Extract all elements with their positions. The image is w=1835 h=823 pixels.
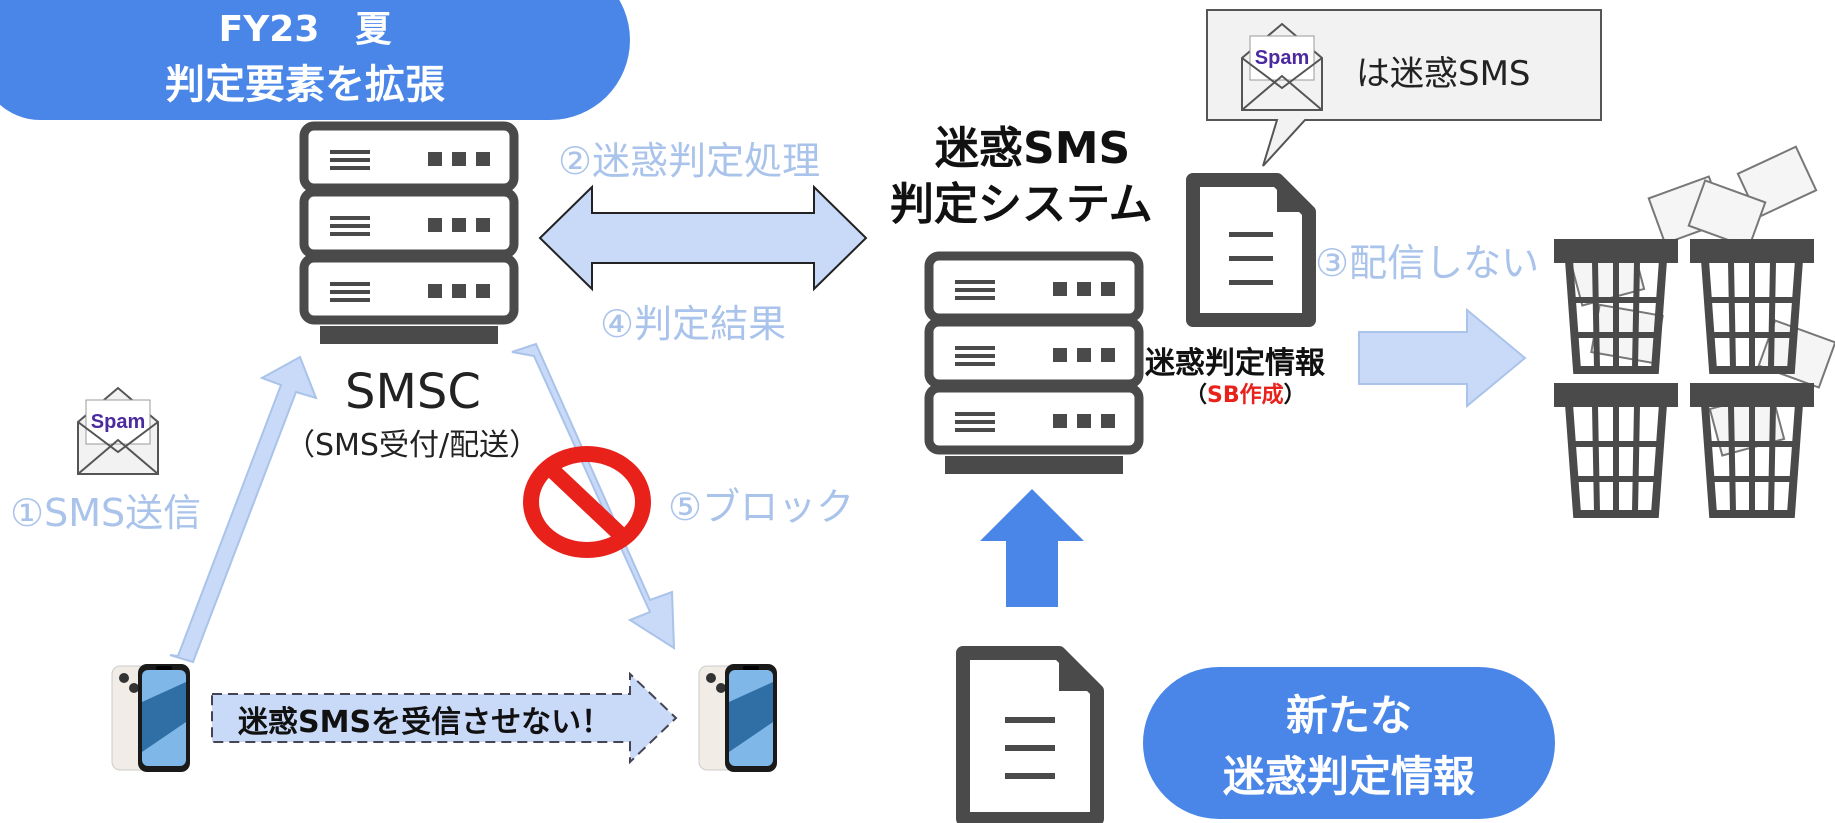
season-badge: FY23 夏 判定要素を拡張	[0, 0, 630, 120]
message-text: 迷惑SMSを受信させない！	[238, 705, 612, 740]
badge-line1: FY23 夏	[218, 9, 392, 50]
new-document-icon	[956, 646, 1104, 823]
upload-arrow	[980, 489, 1084, 607]
double-arrow	[538, 184, 868, 292]
document-icon	[1186, 173, 1316, 327]
new-info-badge: 新たな 迷惑判定情報	[1143, 667, 1555, 819]
step3-label: ③配信しない	[1315, 241, 1540, 285]
discard-arrow	[1358, 307, 1527, 409]
speech-spam-envelope-icon: Spam	[1241, 22, 1323, 111]
judgement-info-title: 迷惑判定情報	[1145, 346, 1325, 381]
judgement-info-owner: （SB作成）	[1185, 377, 1306, 409]
step5-label: ⑤ブロック	[668, 485, 855, 529]
smsc-server-icon	[299, 121, 519, 344]
spam-text: Spam	[1255, 47, 1309, 69]
owner-paren-open: （	[1185, 383, 1208, 408]
spam-envelope-icon: Spam	[77, 386, 159, 475]
owner-name: SB作成	[1207, 383, 1284, 408]
speech-text: は迷惑SMS	[1356, 54, 1531, 94]
smsc-description: （SMS受付/配送）	[285, 428, 540, 463]
trash-bins-icon	[1554, 145, 1835, 518]
step1-label: ①SMS送信	[10, 491, 202, 535]
system-title-line1: 迷惑SMS	[935, 123, 1131, 174]
badge-line2: 判定要素を拡張	[165, 62, 445, 108]
system-server-icon	[924, 251, 1144, 474]
owner-paren-close: ）	[1283, 383, 1306, 408]
sender-phone-icon	[111, 664, 190, 772]
new-info-line1: 新たな	[1285, 691, 1412, 740]
block-sign-icon	[523, 446, 651, 558]
receiver-phone-icon	[698, 664, 777, 772]
smsc-name: SMSC	[345, 364, 481, 420]
system-title-line2: 判定システム	[890, 179, 1153, 230]
message-arrow	[211, 671, 678, 765]
new-info-line2: 迷惑判定情報	[1222, 752, 1475, 801]
spam-text: Spam	[91, 411, 145, 433]
step4-label: ④判定結果	[600, 302, 787, 346]
step2-label: ②迷惑判定処理	[558, 139, 821, 183]
